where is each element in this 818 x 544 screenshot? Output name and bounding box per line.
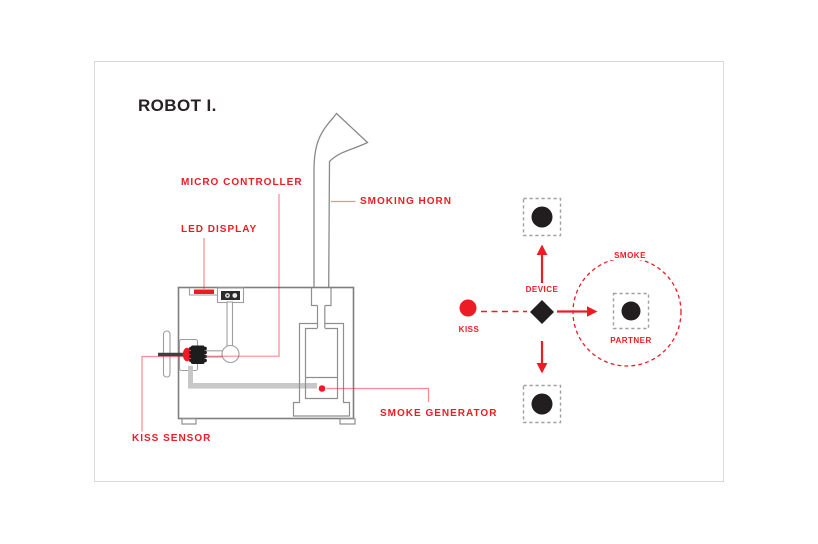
chamber-inner <box>304 327 339 400</box>
smoke-generator-label: SMOKE GENERATOR <box>380 408 498 419</box>
leader-micro-controller <box>205 194 280 357</box>
partner-label: PARTNER <box>610 336 652 345</box>
top-components <box>188 287 245 304</box>
leader-lines <box>141 194 430 432</box>
kiss-label: KISS <box>458 325 480 334</box>
linkage-ball <box>221 344 240 364</box>
micro-controller-label: MICRO CONTROLLER <box>181 177 303 188</box>
tube-horizontal <box>188 383 317 389</box>
device-foot-right <box>339 418 356 425</box>
chamber-neck <box>316 305 326 328</box>
smoking-horn-shape <box>313 112 369 288</box>
led-display-bar <box>194 289 214 294</box>
page-title: ROBOT I. <box>138 96 217 115</box>
kiss-node <box>459 299 477 317</box>
arrow-down-head <box>536 363 548 374</box>
device-diamond <box>530 300 554 324</box>
flow-arrows <box>536 244 598 374</box>
vertical-shaft <box>226 301 234 348</box>
leader-smoke-generator <box>326 387 430 402</box>
smoke-label: SMOKE <box>611 251 649 260</box>
tube-vertical <box>188 366 193 386</box>
sensor-spool-ribs <box>189 346 207 363</box>
black-nodes <box>531 206 641 415</box>
linkage <box>199 301 240 364</box>
flow-diagram <box>459 197 682 424</box>
device-foot-left <box>181 418 197 425</box>
smoking-horn-label: SMOKING HORN <box>360 196 452 207</box>
chamber-outer <box>292 322 351 417</box>
smoke-tube <box>188 366 317 389</box>
bottom-node-circle <box>531 393 553 415</box>
sensor-spool <box>191 345 205 364</box>
arrow-right-head <box>587 306 598 317</box>
leader-kiss-sensor <box>141 355 184 432</box>
horn-socket <box>310 288 332 307</box>
led-display-label: LED DISPLAY <box>181 224 258 235</box>
device-label: DEVICE <box>525 285 559 294</box>
smoke-generator-group <box>292 288 351 417</box>
kiss-sensor-assembly <box>158 330 207 378</box>
controller-dial-right <box>232 293 238 298</box>
sensor-red-tip <box>182 347 192 362</box>
controller-dial-left-dot <box>226 294 229 297</box>
partner-node-circle <box>621 301 641 321</box>
smoke-generator-dot <box>318 385 326 392</box>
top-node-circle <box>531 206 553 228</box>
arrow-up-head <box>536 244 548 255</box>
controller-body <box>221 291 240 300</box>
kiss-sensor-label: KISS SENSOR <box>132 433 212 444</box>
